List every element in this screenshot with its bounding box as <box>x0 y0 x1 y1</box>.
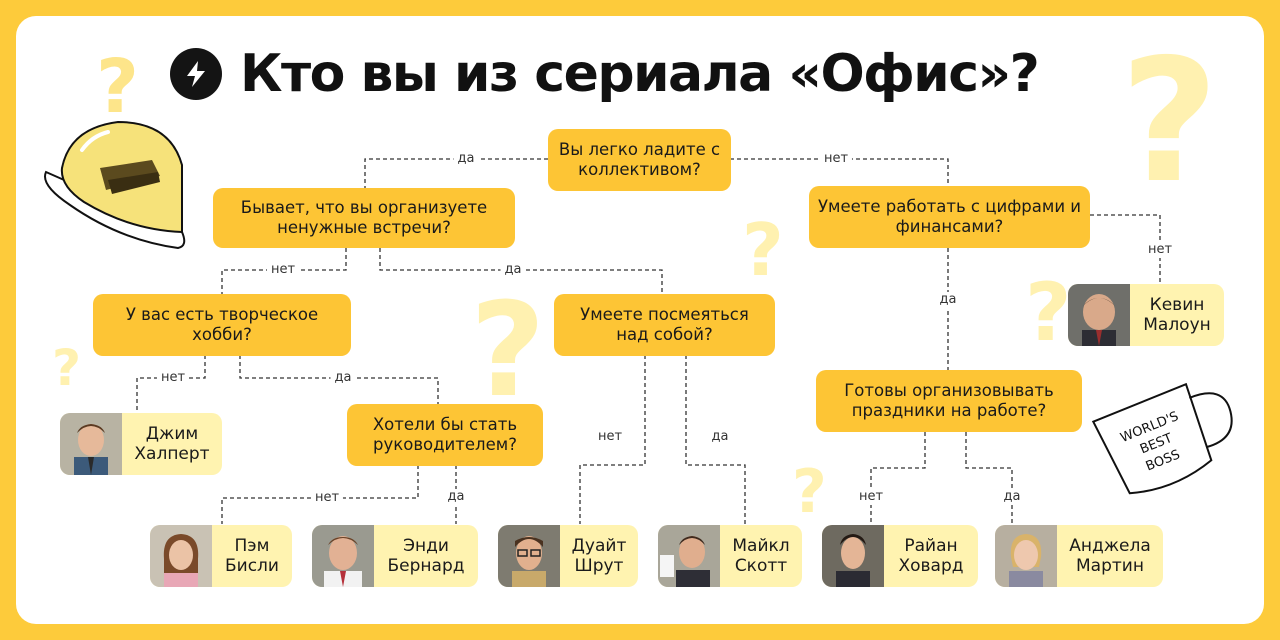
question-mark-icon: ? <box>1120 23 1219 221</box>
page-title: Кто вы из сериала «Офис»? <box>170 34 1040 114</box>
question-finance: Умеете работать с цифрами и финансами? <box>809 186 1090 248</box>
michael-avatar <box>658 525 720 587</box>
character-name: Райан Ховард <box>898 536 964 576</box>
question-mark-icon: ? <box>470 274 545 426</box>
angela-avatar <box>995 525 1057 587</box>
answer-label-yes: да <box>453 151 479 167</box>
question-parties: Готовы организовывать праздники на работ… <box>816 370 1082 432</box>
title-text: Кто вы из сериала «Офис»? <box>240 44 1040 104</box>
character-card-ryan: Райан Ховард <box>822 525 978 587</box>
character-card-angela: Анджела Мартин <box>995 525 1163 587</box>
answer-label-yes: да <box>999 489 1025 505</box>
question-meetings: Бывает, что вы организуете ненужные встр… <box>213 188 515 248</box>
question-mark-icon: ? <box>1025 266 1071 359</box>
answer-label-no: нет <box>266 262 300 278</box>
question-mark-icon: ? <box>792 457 827 527</box>
character-name: Кевин Малоун <box>1143 295 1211 335</box>
character-card-jim: Джим Халперт <box>60 413 222 475</box>
answer-label-yes: да <box>707 429 733 445</box>
answer-label-yes: да <box>330 370 356 386</box>
ryan-avatar <box>822 525 884 587</box>
kevin-avatar <box>1068 284 1130 346</box>
answer-label-no: нет <box>1143 242 1177 258</box>
pam-avatar <box>150 525 212 587</box>
character-card-michael: Майкл Скотт <box>658 525 802 587</box>
answer-label-no: нет <box>156 370 190 386</box>
character-name: Пэм Бисли <box>225 536 279 576</box>
question-mark-icon: ? <box>742 208 784 292</box>
question-hobby: У вас есть творческое хобби? <box>93 294 351 356</box>
question-leader: Хотели бы стать руководителем? <box>347 404 543 466</box>
worlds-best-boss-mug-icon: WORLD'S BEST BOSS <box>1091 382 1233 495</box>
question-selfirony: Умеете посмеяться над собой? <box>554 294 775 356</box>
answer-label-no: нет <box>593 429 627 445</box>
question-team: Вы легко ладите с коллективом? <box>548 129 731 191</box>
character-name: Энди Бернард <box>387 536 465 576</box>
answer-label-no: нет <box>854 489 888 505</box>
answer-label-yes: да <box>500 262 526 278</box>
dwight-avatar <box>498 525 560 587</box>
character-name: Анджела Мартин <box>1069 536 1151 576</box>
jim-avatar <box>60 413 122 475</box>
question-mark-icon: ? <box>52 339 81 397</box>
character-name: Майкл Скотт <box>732 536 790 576</box>
character-name: Дуайт Шрут <box>571 536 627 576</box>
character-card-pam: Пэм Бисли <box>150 525 292 587</box>
lightning-logo-icon <box>170 48 222 100</box>
answer-label-no: нет <box>819 151 853 167</box>
question-mark-icon: ? <box>96 44 139 130</box>
character-name: Джим Халперт <box>134 424 210 464</box>
stapler-jello-icon <box>44 120 186 250</box>
answer-label-yes: да <box>935 292 961 308</box>
answer-label-no: нет <box>310 490 344 506</box>
character-card-kevin: Кевин Малоун <box>1068 284 1224 346</box>
character-card-dwight: Дуайт Шрут <box>498 525 638 587</box>
character-card-andy: Энди Бернард <box>312 525 478 587</box>
answer-label-yes: да <box>443 489 469 505</box>
andy-avatar <box>312 525 374 587</box>
